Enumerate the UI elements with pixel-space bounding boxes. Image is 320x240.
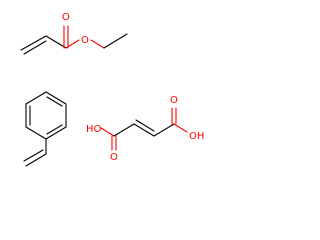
vinyl-double-bond-b: [23, 149, 44, 162]
carbonyl-oxygen-label: O: [62, 12, 70, 23]
right-carbonyl-oxygen-label: O: [170, 95, 178, 106]
left-acid-alkene-bond: [113, 123, 135, 137]
left-hydroxyl-label: HO: [86, 124, 102, 135]
right-hydroxyl-bond: [173, 123, 188, 133]
alkene-double-bond-a: [133, 123, 155, 137]
alpha-carbonyl-bond: [45, 35, 67, 49]
fumaric-acid-molecule: HO O O OH: [86, 95, 204, 163]
oxygen-to-ethyl-bond: [90, 39, 105, 49]
ring-bond-4: [25, 126, 47, 140]
left-hydroxyl-bond: [100, 127, 115, 137]
right-hydroxyl-label: OH: [189, 131, 204, 142]
ethyl-bond: [103, 33, 128, 49]
ring-bond-1: [45, 91, 67, 105]
styrene-molecule: [23, 91, 67, 167]
right-acid-alkene-bond: [153, 123, 175, 137]
ring-bond-3: [45, 126, 67, 140]
left-carbonyl-oxygen-label: O: [110, 152, 118, 163]
ester-oxygen-label: O: [81, 35, 89, 46]
ring-inner-double-2: [46, 124, 63, 135]
ring-bond-6: [25, 91, 47, 105]
ethyl-acrylate-molecule: O O: [20, 12, 128, 55]
vinyl-double-bond-a: [25, 153, 47, 167]
chemical-structure-canvas: O O HO O O OH: [20, 12, 204, 167]
vinyl-double-bond-a: [20, 35, 47, 51]
alkene-double-bond-b: [135, 119, 155, 132]
ring-inner-double-1: [46, 96, 63, 107]
vinyl-double-bond-b: [23, 40, 47, 55]
ester-bond-to-oxygen: [65, 39, 80, 49]
